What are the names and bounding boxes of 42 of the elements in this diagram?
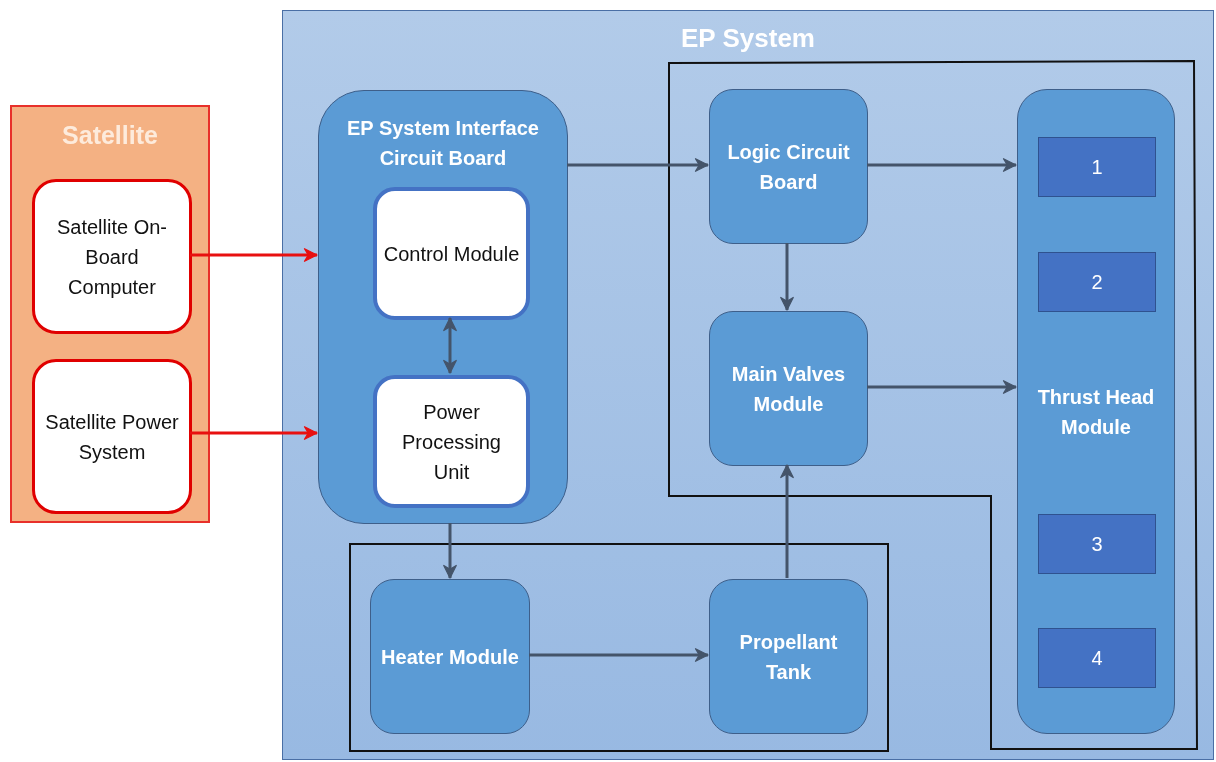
box-label: 3 [1090,532,1104,557]
arrow [190,426,318,440]
box-label: Satellite Power System [44,409,180,465]
arrow [443,523,457,579]
box-label: Thrust Head Module [1036,384,1156,440]
module-box [709,311,868,466]
panel-title: EP System [680,22,816,55]
module-box [709,579,868,734]
module-box [373,187,530,320]
box-label: 4 [1090,646,1104,671]
box-label: Propellant Tank [738,629,839,685]
box-label: Satellite On-Board Computer [55,214,169,300]
arrow [190,248,318,262]
box-label: Power Processing Unit [401,399,502,485]
panel-title: EP System Interface Circuit Board [346,116,540,171]
arrow [780,243,794,311]
arrow [867,158,1017,172]
box-label: Heater Module [380,644,520,670]
thruster-slot [1038,628,1156,688]
module-box [32,179,192,334]
box-label: Control Module [382,241,521,267]
module-box [32,359,192,514]
arrow [443,317,457,374]
box-label: 2 [1090,270,1104,295]
box-label: 1 [1090,155,1104,180]
module-box [373,375,530,508]
arrow [780,464,794,578]
circuit-board-box [318,90,568,524]
thruster-slot [1038,252,1156,312]
arrow [567,158,709,172]
module-box [370,579,530,734]
arrow [867,380,1017,394]
box-label: Main Valves Module [730,361,847,417]
arrow [529,648,709,662]
satellite-panel [10,105,210,523]
thruster-slot [1038,137,1156,197]
panel-title: Satellite [61,120,159,151]
thrust-head-box [1017,89,1175,734]
module-box [709,89,868,244]
box-label: Logic Circuit Board [726,139,851,195]
thruster-slot [1038,514,1156,574]
system-panel [282,10,1214,760]
